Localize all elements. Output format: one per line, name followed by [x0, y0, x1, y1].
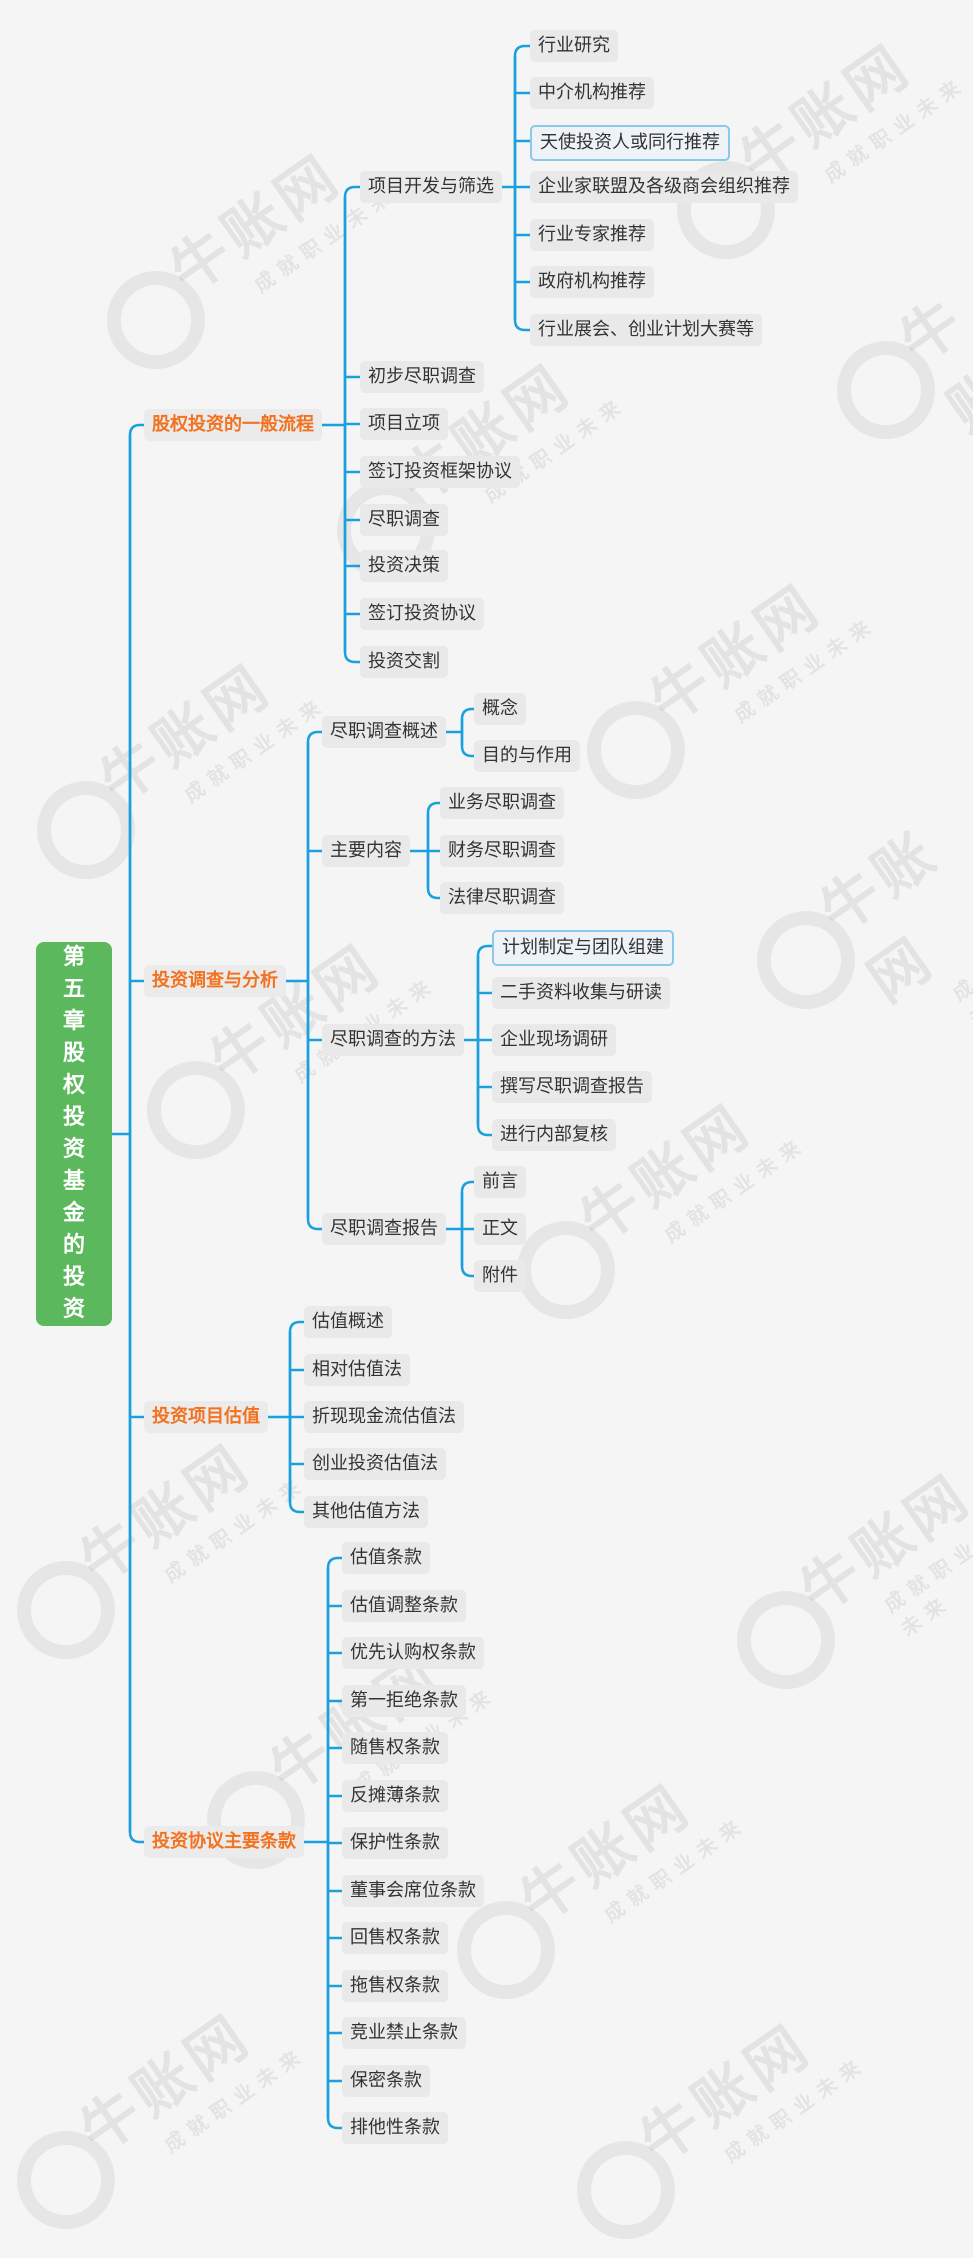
branch-3[interactable]: 投资项目估值: [144, 1401, 268, 1433]
topic-node[interactable]: 尽职调查概述: [322, 716, 446, 748]
subtopic-node[interactable]: 中介机构推荐: [530, 77, 654, 109]
topic-node[interactable]: 董事会席位条款: [342, 1875, 484, 1907]
root-char: 资: [62, 1137, 85, 1162]
topic-node[interactable]: 回售权条款: [342, 1922, 448, 1954]
subtopic-node[interactable]: 业务尽职调查: [440, 787, 564, 819]
subtopic-node[interactable]: 行业展会、创业计划大赛等: [530, 314, 762, 346]
root-char: 资: [62, 1297, 85, 1322]
connector-line: [460, 1229, 474, 1278]
subtopic-node[interactable]: 财务尽职调查: [440, 835, 564, 867]
topic-node[interactable]: 拖售权条款: [342, 1970, 448, 2002]
connector-line: [288, 1320, 304, 1417]
connector-line: [426, 851, 440, 900]
subtopic-node[interactable]: 政府机构推荐: [530, 266, 654, 298]
topic-node[interactable]: 主要内容: [322, 835, 410, 867]
subtopic-node[interactable]: 企业现场调研: [492, 1024, 616, 1056]
connector-line: [513, 187, 530, 332]
topic-node[interactable]: 尽职调查: [360, 504, 448, 536]
root-char: 章: [62, 1009, 85, 1034]
connector-line: [128, 423, 144, 1134]
connector-line: [426, 801, 440, 851]
root-char: 股: [62, 1041, 85, 1066]
topic-node[interactable]: 签订投资协议: [360, 598, 484, 630]
branch-4[interactable]: 投资协议主要条款: [144, 1826, 304, 1858]
topic-node[interactable]: 反摊薄条款: [342, 1780, 448, 1812]
subtopic-node[interactable]: 正文: [474, 1213, 526, 1245]
connector-line: [460, 1180, 474, 1229]
branch-2[interactable]: 投资调查与分析: [144, 965, 286, 997]
connector-line: [460, 732, 474, 758]
connector-line: [460, 707, 474, 732]
connector-line: [128, 1134, 144, 1844]
mindmap: 第五章股权投资基金的投资 股权投资的一般流程项目开发与筛选行业研究中介机构推荐天…: [36, 30, 798, 2144]
root-char: 投: [62, 1265, 85, 1290]
topic-node[interactable]: 保护性条款: [342, 1827, 448, 1859]
topic-node[interactable]: 尽职调查报告: [322, 1213, 446, 1245]
topic-node[interactable]: 其他估值方法: [304, 1496, 428, 1528]
topic-node[interactable]: 保密条款: [342, 2065, 430, 2097]
connector-line: [513, 44, 530, 187]
topic-node[interactable]: 项目开发与筛选: [360, 171, 502, 203]
topic-node[interactable]: 相对估值法: [304, 1354, 410, 1386]
connector-lines: [112, 44, 530, 2130]
root-node[interactable]: 第五章股权投资基金的投资: [36, 942, 112, 1326]
connector-line: [343, 425, 360, 664]
branch-1[interactable]: 股权投资的一般流程: [144, 409, 322, 441]
root-char: 基: [62, 1169, 85, 1194]
topic-node[interactable]: 初步尽职调查: [360, 361, 484, 393]
root-char: 金: [62, 1201, 85, 1226]
topic-node[interactable]: 优先认购权条款: [342, 1637, 484, 1669]
subtopic-node[interactable]: 撰写尽职调查报告: [492, 1071, 652, 1103]
topic-node[interactable]: 投资决策: [360, 550, 448, 582]
topic-node[interactable]: 随售权条款: [342, 1732, 448, 1764]
topic-node[interactable]: 第一拒绝条款: [342, 1685, 466, 1717]
connector-line: [288, 1417, 304, 1514]
subtopic-node[interactable]: 前言: [474, 1166, 526, 1198]
topic-node[interactable]: 折现现金流估值法: [304, 1401, 464, 1433]
root-char: 的: [62, 1233, 85, 1258]
topic-node[interactable]: 投资交割: [360, 646, 448, 678]
topic-node[interactable]: 估值条款: [342, 1542, 430, 1574]
topic-node[interactable]: 创业投资估值法: [304, 1448, 446, 1480]
topic-node[interactable]: 尽职调查的方法: [322, 1024, 464, 1056]
connector-line: [306, 730, 322, 981]
topic-node[interactable]: 竞业禁止条款: [342, 2017, 466, 2049]
connector-line: [476, 944, 492, 1040]
subtopic-node[interactable]: 目的与作用: [474, 740, 580, 772]
subtopic-node[interactable]: 行业专家推荐: [530, 219, 654, 251]
connector-line: [326, 1842, 342, 2130]
connector-line: [306, 981, 322, 1231]
connector-line: [326, 1556, 342, 1842]
subtopic-node[interactable]: 行业研究: [530, 30, 618, 62]
subtopic-node[interactable]: 计划制定与团队组建: [492, 930, 674, 966]
topic-node[interactable]: 项目立项: [360, 408, 448, 440]
topic-node[interactable]: 估值调整条款: [342, 1590, 466, 1622]
root-char: 第: [62, 945, 85, 970]
connector-line: [343, 185, 360, 425]
topic-node[interactable]: 排他性条款: [342, 2112, 448, 2144]
topic-node[interactable]: 签订投资框架协议: [360, 456, 520, 488]
root-char: 权: [62, 1073, 85, 1098]
connector-line: [476, 1040, 492, 1137]
subtopic-node[interactable]: 法律尽职调查: [440, 882, 564, 914]
topic-node[interactable]: 估值概述: [304, 1306, 392, 1338]
subtopic-node[interactable]: 附件: [474, 1260, 526, 1292]
subtopic-node[interactable]: 进行内部复核: [492, 1119, 616, 1151]
subtopic-node[interactable]: 天使投资人或同行推荐: [530, 125, 730, 161]
root-char: 五: [62, 977, 85, 1002]
subtopic-node[interactable]: 企业家联盟及各级商会组织推荐: [530, 171, 798, 203]
root-char: 投: [62, 1105, 85, 1130]
subtopic-node[interactable]: 二手资料收集与研读: [492, 977, 670, 1009]
subtopic-node[interactable]: 概念: [474, 693, 526, 725]
